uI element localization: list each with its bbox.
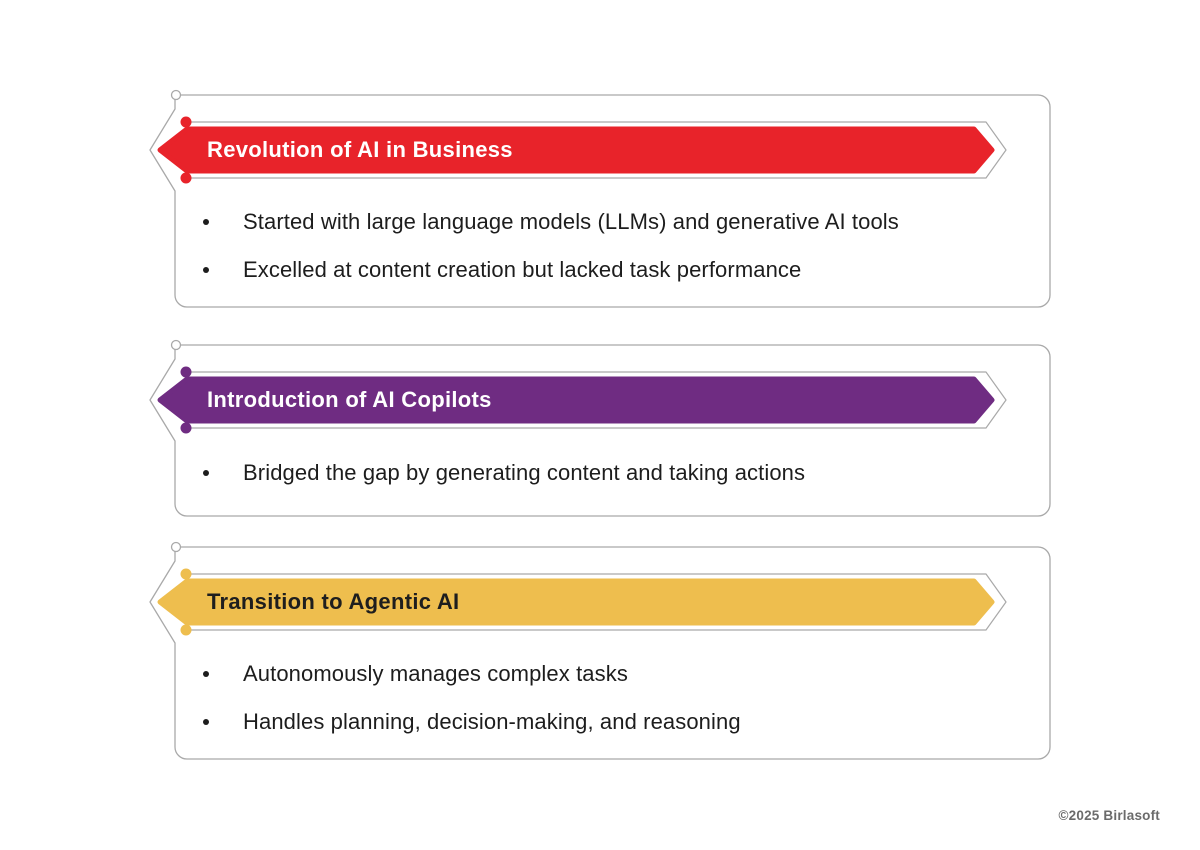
ribbon-banner <box>157 126 995 174</box>
list-item: Excelled at content creation but lacked … <box>203 246 1033 294</box>
card-revolution-of-ai: Revolution of AI in Business Started wit… <box>140 85 1060 317</box>
list-item: Started with large language models (LLMs… <box>203 198 1033 246</box>
card-ai-copilots: Introduction of AI Copilots Bridged the … <box>140 335 1060 527</box>
corner-node-icon <box>170 89 182 101</box>
card-title: Revolution of AI in Business <box>207 137 513 162</box>
list-item: Handles planning, decision-making, and r… <box>203 698 1033 746</box>
connector-dot-icon <box>180 422 192 434</box>
bullet-text: Handles planning, decision-making, and r… <box>243 709 741 734</box>
ribbon-group <box>157 116 995 184</box>
card-title: Transition to Agentic AI <box>207 589 460 614</box>
corner-node-icon <box>170 541 182 553</box>
ribbon-group <box>157 366 995 434</box>
ribbon-banner <box>157 578 995 626</box>
card-border <box>149 344 1051 517</box>
bullet-text: Started with large language models (LLMs… <box>243 209 899 234</box>
list-item: Bridged the gap by generating content an… <box>203 449 1033 497</box>
card-border <box>149 546 1051 760</box>
ribbon-group <box>157 568 995 636</box>
card-decoration <box>149 541 1051 760</box>
connector-dot-icon <box>180 172 192 184</box>
ribbon-outline <box>186 573 1007 631</box>
bullet-icon <box>203 267 209 273</box>
connector-dot-icon <box>180 116 192 128</box>
copyright-text: ©2025 Birlasoft <box>1058 808 1160 823</box>
connector-dot-icon <box>180 366 192 378</box>
ribbon-outline <box>186 371 1007 429</box>
connector-dot-icon <box>180 624 192 636</box>
bullet-text: Bridged the gap by generating content an… <box>243 460 806 485</box>
card-decoration <box>149 339 1051 517</box>
bullet-icon <box>203 219 209 225</box>
card-border <box>149 94 1051 308</box>
card-decoration <box>149 89 1051 308</box>
bullet-list: Bridged the gap by generating content an… <box>203 449 1033 497</box>
ribbon-outline <box>186 121 1007 179</box>
bullet-list: Autonomously manages complex tasks Handl… <box>203 650 1033 746</box>
ribbon-banner <box>157 376 995 424</box>
card-agentic-ai: Transition to Agentic AI Autonomously ma… <box>140 537 1060 769</box>
connector-dot-icon <box>180 568 192 580</box>
list-item: Autonomously manages complex tasks <box>203 650 1033 698</box>
bullet-text: Autonomously manages complex tasks <box>243 661 628 686</box>
bullet-list: Started with large language models (LLMs… <box>203 198 1033 294</box>
card-title: Introduction of AI Copilots <box>207 387 492 412</box>
bullet-icon <box>203 470 209 476</box>
bullet-text: Excelled at content creation but lacked … <box>243 257 802 282</box>
corner-node-icon <box>170 339 182 351</box>
bullet-icon <box>203 671 209 677</box>
bullet-icon <box>203 719 209 725</box>
